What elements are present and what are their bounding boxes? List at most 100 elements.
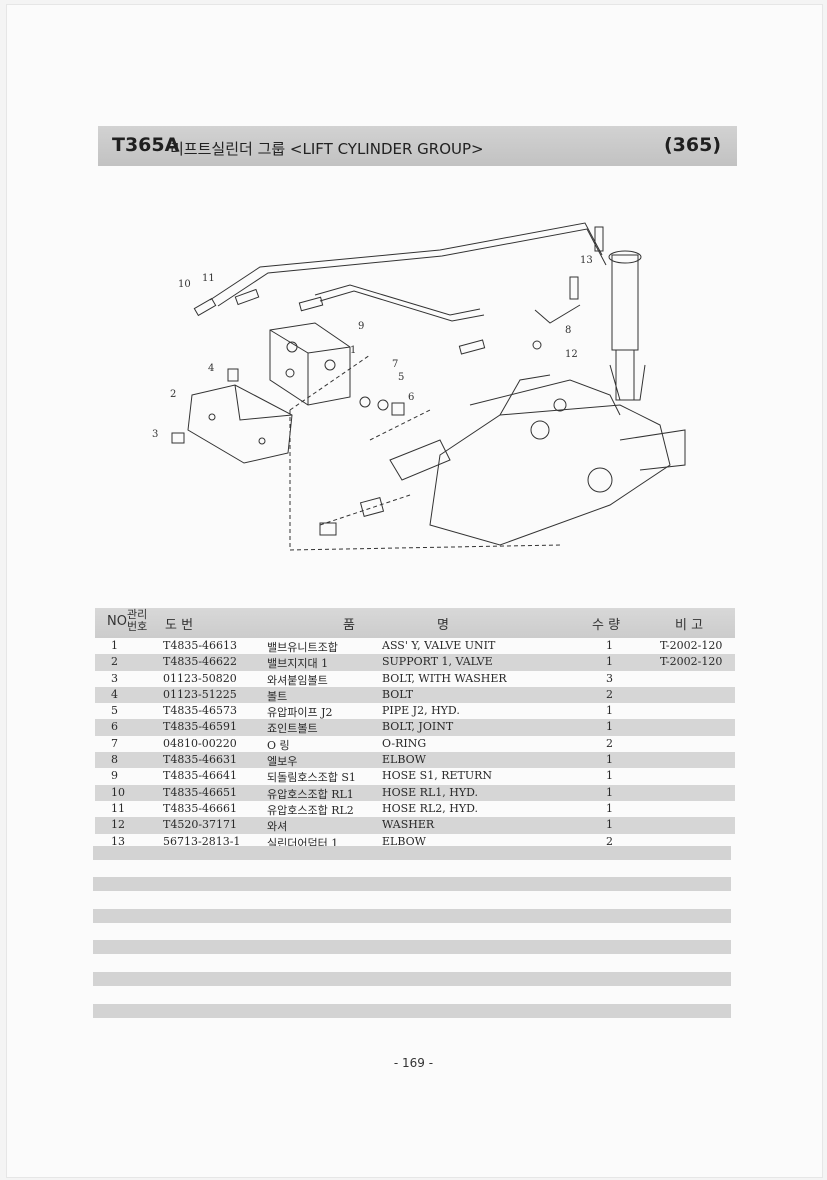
callout-9: 9: [358, 321, 364, 332]
cell-no: 4: [111, 687, 118, 701]
callout-7: 7: [392, 359, 398, 370]
cell-en: PIPE J2, HYD.: [382, 704, 460, 718]
cell-kr: 죠인트볼트: [267, 722, 318, 736]
cell-part: T4835-46661: [163, 801, 238, 815]
cell-no: 7: [111, 736, 118, 750]
cell-qty: 1: [606, 769, 613, 783]
cell-en: BOLT, WITH WASHER: [382, 671, 507, 685]
callout-4: 4: [208, 363, 214, 374]
header-mgmt-bottom: 번호: [127, 620, 148, 633]
header-remarks: 비 고: [675, 618, 704, 633]
cell-en: SUPPORT 1, VALVE: [382, 655, 493, 669]
cell-qty: 1: [606, 704, 613, 718]
header-part-number: 도 번: [165, 618, 194, 633]
callout-6: 6: [408, 392, 414, 403]
cell-qty: 1: [606, 720, 613, 734]
cell-no: 10: [111, 785, 125, 799]
cell-en: HOSE RL1, HYD.: [382, 785, 479, 799]
cell-qty: 3: [606, 671, 613, 685]
callout-2: 2: [170, 389, 176, 400]
cell-no: 5: [111, 704, 118, 718]
catalog-page: [6, 4, 823, 1178]
callout-12: 12: [565, 349, 578, 360]
empty-row-band: [93, 972, 731, 986]
callout-13: 13: [580, 255, 593, 266]
cell-kr: 볼트: [267, 689, 288, 703]
cell-kr: 유압호스조합 RL1: [267, 787, 354, 801]
section-header-bar: [98, 126, 737, 166]
cell-qty: 2: [606, 687, 613, 701]
cell-part: T4835-46613: [163, 639, 238, 652]
table-row: 1 T4835-46613 밸브유니트조합 ASS' Y, VALVE UNIT 1 T-…: [95, 638, 735, 654]
table-row: 10 T4835-46651 유압호스조합 RL1 HOSE RL1, HYD. 1: [95, 784, 735, 801]
cell-en: ELBOW: [382, 753, 426, 767]
callout-3: 3: [152, 429, 158, 440]
page-number: - 169 -: [393, 1056, 434, 1070]
cell-part: T4835-46573: [163, 704, 238, 718]
header-mgmt-top: 관리: [127, 608, 148, 621]
callout-5: 5: [398, 372, 404, 383]
cell-no: 2: [111, 655, 118, 669]
callout-8: 8: [565, 325, 571, 336]
cell-kr: O 링: [267, 738, 290, 752]
cell-no: 8: [111, 753, 118, 767]
cell-no: 11: [111, 801, 125, 815]
cell-en: ELBOW: [382, 834, 426, 848]
table-row: 3 01123-50820 와셔붙임볼트 BOLT, WITH WASHER 3: [95, 671, 735, 687]
cell-part: T4835-46651: [163, 785, 238, 799]
cell-part: 01123-51225: [163, 687, 237, 701]
section-page-ref: (365): [663, 134, 721, 156]
cell-en: BOLT: [382, 687, 414, 701]
cell-en: O-RING: [382, 736, 427, 750]
cell-no: 9: [111, 769, 118, 783]
cell-qty: 1: [606, 801, 613, 815]
cell-en: HOSE S1, RETURN: [382, 769, 493, 783]
table-row: 11 T4835-46661 유압호스조합 RL2 HOSE RL2, HYD. 1: [95, 801, 735, 817]
cell-qty: 1: [606, 655, 613, 669]
cell-qty: 1: [606, 639, 613, 652]
callout-11: 11: [202, 273, 215, 284]
empty-row-band: [93, 909, 731, 923]
header-no: NO: [107, 614, 127, 629]
cell-kr: 유압호스조합 RL2: [267, 803, 354, 817]
cell-kr: 되돌림호스조합 S1: [267, 771, 356, 785]
empty-row-band: [93, 940, 731, 954]
cell-kr: 엘보우: [267, 755, 298, 769]
cell-qty: 2: [606, 736, 613, 750]
cell-en: BOLT, JOINT: [382, 720, 454, 734]
cell-note: T-2002-120: [660, 639, 723, 652]
parts-table-header: NO 관리 번호 도 번 품 명 수 량 비 고: [95, 608, 735, 638]
cell-kr: 밸브유니트조합: [267, 641, 338, 654]
cell-kr: 와셔붙임볼트: [267, 673, 328, 687]
cell-no: 12: [111, 818, 125, 832]
cell-qty: 1: [606, 753, 613, 767]
cell-part: T4835-46631: [163, 753, 238, 767]
cell-kr: 유압파이프 J2: [267, 706, 333, 720]
cell-no: 6: [111, 720, 118, 734]
section-code: T365A: [112, 134, 180, 156]
cell-note: T-2002-120: [660, 655, 723, 669]
cell-no: 1: [111, 639, 118, 652]
cell-part: T4835-46641: [163, 769, 238, 783]
header-quantity: 수 량: [592, 618, 621, 633]
cell-no: 3: [111, 671, 118, 685]
cell-no: 13: [111, 834, 125, 848]
cell-en: ASS' Y, VALVE UNIT: [382, 639, 496, 652]
callout-1: 1: [350, 345, 356, 356]
empty-row-band: [93, 1004, 731, 1018]
header-name-kr: 품: [343, 618, 355, 633]
empty-row-band: [93, 846, 731, 860]
cell-part: 01123-50820: [163, 671, 237, 685]
cell-part: T4835-46622: [163, 655, 238, 669]
table-row: 7 04810-00220 O 링 O-RING 2: [95, 736, 735, 752]
exploded-parts-diagram: 1 2 3 4 5 6 7 8 9 10 11 12 13: [152, 222, 686, 551]
cell-part: 56713-2813-1: [163, 834, 241, 848]
cell-qty: 1: [606, 785, 613, 799]
cell-en: HOSE RL2, HYD.: [382, 801, 479, 815]
cell-en: WASHER: [382, 818, 435, 832]
cell-part: T4835-46591: [163, 720, 238, 734]
cell-part: 04810-00220: [163, 736, 237, 750]
